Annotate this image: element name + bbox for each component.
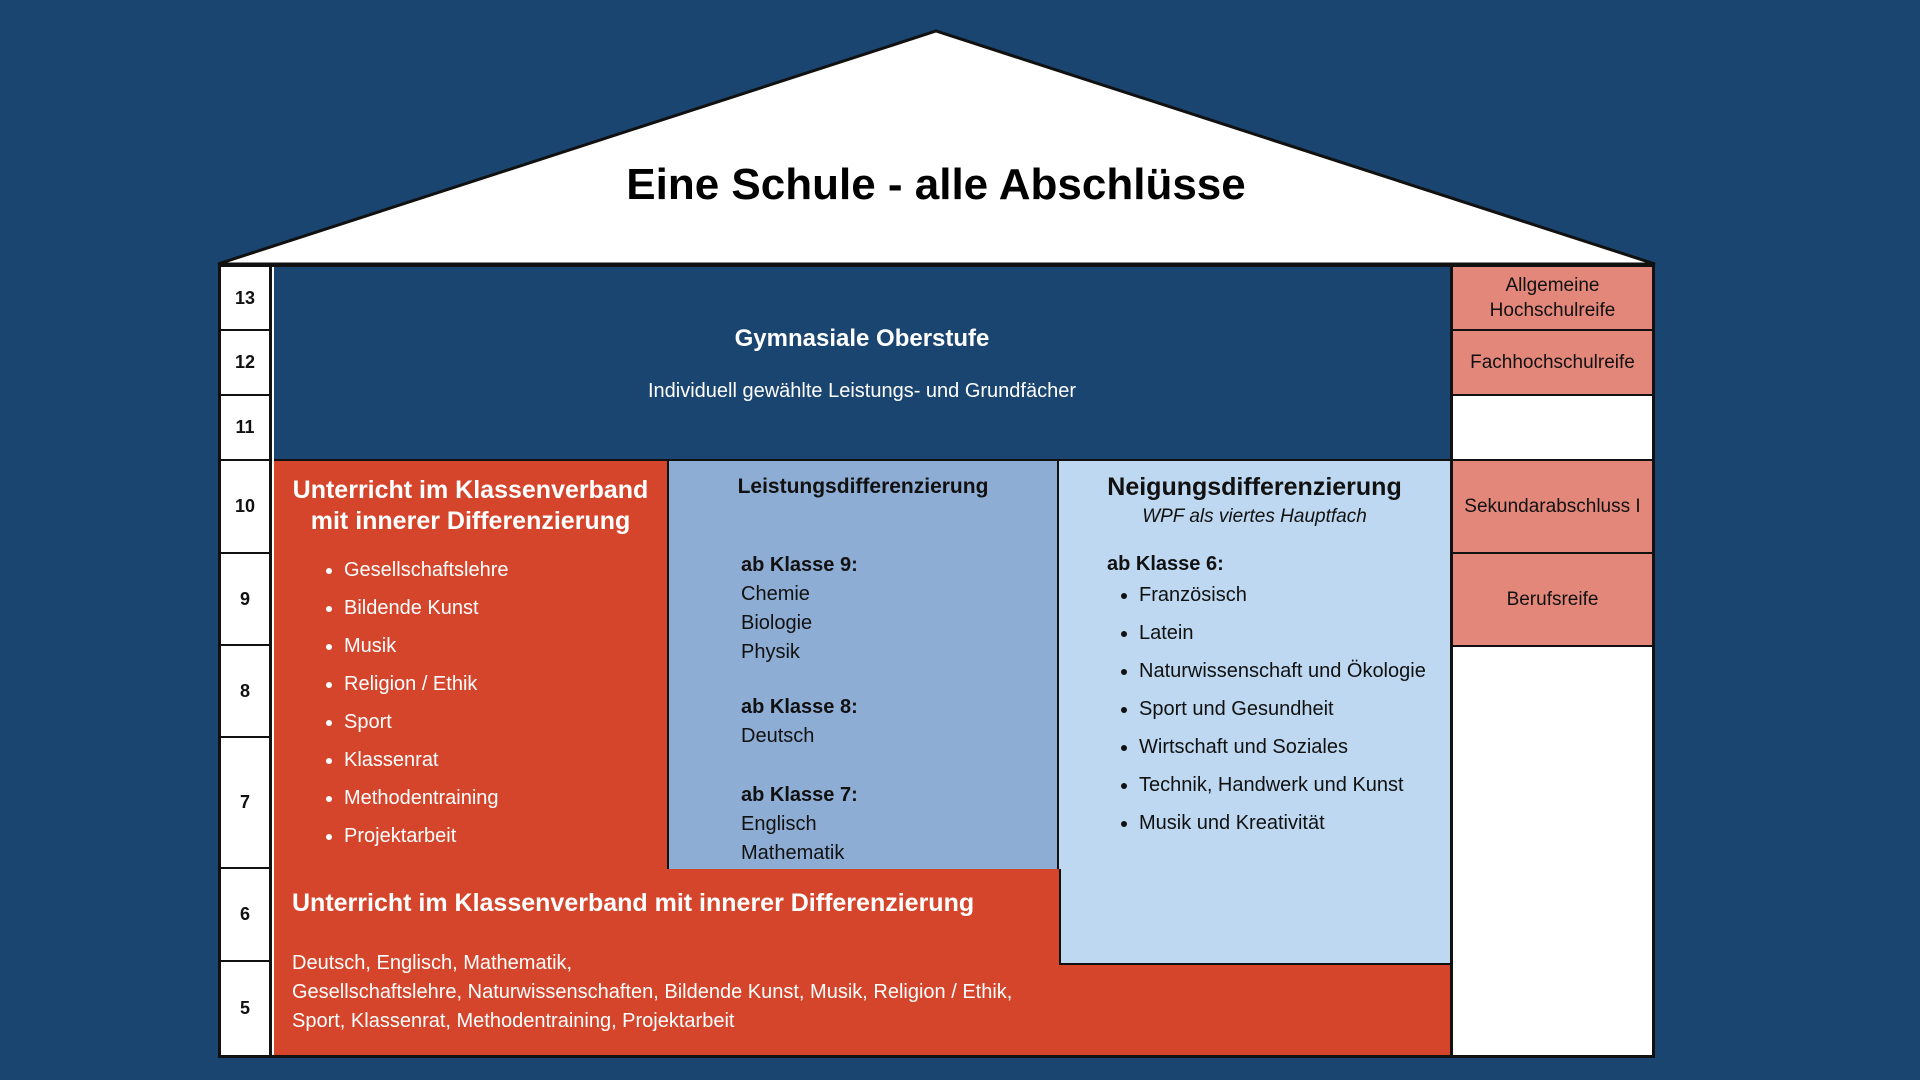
list-item: Sport und Gesundheit [1139, 690, 1426, 728]
list-item: Französisch [1139, 576, 1426, 614]
klassenverband-lower-subjects: Deutsch, Englisch, Mathematik, Gesellsch… [292, 949, 1012, 1036]
grade-11: 11 [221, 396, 272, 461]
degree-label: Sekundarabschluss I [1464, 496, 1641, 517]
list-item: Sport [344, 703, 509, 741]
subject: Deutsch [741, 725, 815, 747]
leistung-group-9: ab Klasse 9: Chemie Biologie Physik [741, 551, 858, 667]
degree-label: Berufsreife [1506, 589, 1599, 610]
list-item: Wirtschaft und Soziales [1139, 728, 1426, 766]
leistungsdifferenzierung-block: Leistungsdifferenzierung ab Klasse 9: Ch… [667, 461, 1059, 869]
list-item: Musik und Kreativität [1139, 804, 1426, 842]
grade-13: 13 [221, 267, 272, 331]
klassenverband-lower-title: Unterricht im Klassenverband mit innerer… [292, 889, 975, 917]
subject: Biologie [741, 612, 813, 634]
subject: Englisch [741, 813, 817, 835]
list-item: Latein [1139, 614, 1426, 652]
list-item: Gesellschaftslehre [344, 551, 509, 589]
degree-label-line-1: Allgemeine [1505, 275, 1600, 296]
degree-empty-lower [1450, 647, 1652, 1055]
klassenverband-upper-list: Gesellschaftslehre Bildende Kunst Musik … [316, 551, 509, 855]
neigung-extension [1059, 869, 1450, 965]
oberstufe-title: Gymnasiale Oberstufe [734, 325, 990, 352]
leistung-group-8: ab Klasse 8: Deutsch [741, 693, 858, 751]
grade-9: 9 [221, 554, 272, 646]
degree-allgemeine-hochschulreife: Allgemeine Hochschulreife [1450, 267, 1652, 331]
degree-empty-11 [1450, 396, 1652, 461]
subject: Mathematik [741, 842, 845, 864]
oberstufe-subtitle: Individuell gewählte Leistungs- und Grun… [647, 380, 1077, 402]
neigung-subtitle: WPF als viertes Hauptfach [1142, 506, 1367, 527]
degree-fachhochschulreife: Fachhochschulreife [1450, 331, 1652, 396]
grade-5: 5 [221, 962, 272, 1055]
group-heading: ab Klasse 9: [741, 554, 858, 576]
oberstufe-block: Gymnasiale Oberstufe Individuell gewählt… [274, 267, 1450, 461]
title-line-2: mit innerer Differenzierung [310, 507, 631, 535]
klassenverband-upper-block: Unterricht im Klassenverband mit innerer… [274, 461, 667, 869]
neigung-title: Neigungsdifferenzierung [1107, 473, 1402, 501]
group-heading: ab Klasse 7: [741, 784, 858, 806]
grade-10: 10 [221, 461, 272, 554]
title-line-1: Unterricht im Klassenverband [292, 476, 649, 504]
grade-12: 12 [221, 331, 272, 396]
list-item: Bildende Kunst [344, 589, 509, 627]
page-title: Eine Schule - alle Abschlüsse [626, 160, 1246, 209]
leistung-title: Leistungsdifferenzierung [737, 475, 989, 498]
neigung-heading: ab Klasse 6: [1107, 553, 1224, 575]
subject: Physik [741, 641, 800, 663]
list-item: Musik [344, 627, 509, 665]
list-item: Klassenrat [344, 741, 509, 779]
neigung-list: Französisch Latein Naturwissenschaft und… [1107, 576, 1426, 842]
degree-label-line-2: Hochschulreife [1489, 300, 1616, 321]
roof [217, 29, 1656, 266]
leistung-group-7: ab Klasse 7: Englisch Mathematik [741, 781, 858, 868]
klassenverband-upper-title: Unterricht im Klassenverband mit innerer… [274, 475, 667, 537]
degree-sekundarabschluss: Sekundarabschluss I [1450, 461, 1652, 554]
subjects-line-2: Gesellschaftslehre, Naturwissenschaften,… [292, 981, 1013, 1003]
list-item: Methodentraining [344, 779, 509, 817]
subjects-line-1: Deutsch, Englisch, Mathematik, [292, 952, 573, 974]
grade-6: 6 [221, 869, 272, 962]
degree-berufsreife: Berufsreife [1450, 554, 1652, 647]
grade-7: 7 [221, 738, 272, 869]
grade-8: 8 [221, 646, 272, 738]
school-house: 13 12 11 10 9 8 7 6 5 Gymnasiale Oberstu… [218, 264, 1655, 1058]
subjects-line-3: Sport, Klassenrat, Methodentraining, Pro… [292, 1010, 735, 1032]
list-item: Naturwissenschaft und Ökologie [1139, 652, 1426, 690]
group-heading: ab Klasse 8: [741, 696, 858, 718]
list-item: Religion / Ethik [344, 665, 509, 703]
subject: Chemie [741, 583, 810, 605]
list-item: Technik, Handwerk und Kunst [1139, 766, 1426, 804]
degree-label: Fachhochschulreife [1470, 352, 1635, 373]
list-item: Projektarbeit [344, 817, 509, 855]
